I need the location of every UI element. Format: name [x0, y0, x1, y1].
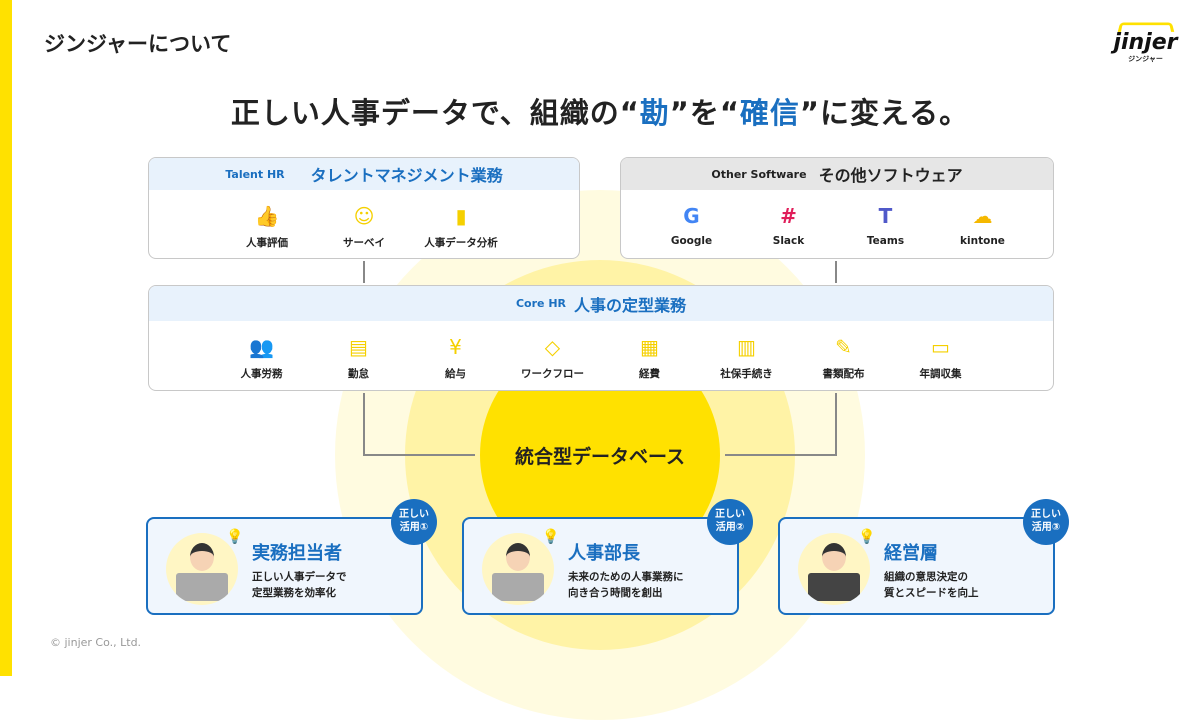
logo-roof-icon: [1117, 22, 1174, 32]
core-item: ✎ 書類配布: [795, 321, 892, 381]
lightbulb-icon: 💡: [858, 529, 876, 545]
slack-icon: #: [780, 204, 797, 228]
core-item: ▦ 経費: [601, 321, 698, 381]
core-item: ▭ 年調収集: [892, 321, 989, 381]
item-label: 給与: [445, 368, 466, 380]
item-label: 書類配布: [822, 368, 865, 380]
lightbulb-icon: 💡: [542, 529, 560, 545]
box-jp-title: 人事の定型業務: [574, 295, 687, 315]
card-title: 人事部長: [568, 543, 640, 564]
chat-face-icon: ☺: [353, 204, 375, 228]
box-en-title: Core HR: [515, 297, 566, 310]
item-label: 社保手続き: [720, 368, 773, 380]
document-pen-icon: ✎: [835, 335, 852, 359]
core-item: ▤ 勤怠: [310, 321, 407, 381]
item-label: 経費: [639, 368, 660, 380]
box-jp-title: その他ソフトウェア: [818, 166, 963, 185]
item-label: 人事データ分析: [424, 237, 498, 249]
box-jp-title: タレントマネジメント業務: [310, 166, 503, 185]
calendar-clock-icon: ▤: [349, 335, 368, 359]
yen-bag-icon: ¥: [449, 335, 462, 359]
usage-badge: 正しい活用①: [391, 499, 437, 545]
item-label: 人事労務: [240, 368, 283, 380]
connector-line: [363, 454, 475, 456]
core-hr-box: Core HR 人事の定型業務 👥 人事労務 ▤ 勤怠 ¥ 給与 ◇ ワークフロー ▦ 経費…: [148, 285, 1054, 391]
item-label: サーベイ: [343, 237, 385, 249]
lightbulb-icon: 💡: [226, 529, 244, 545]
item-label: Google: [670, 235, 713, 247]
talent-hr-box: Talent HR タレントマネジメント業務 👍 人事評価 ☺ サーベイ ▮ 人事データ…: [148, 157, 580, 259]
headline-part: 正しい人事データで、組織の“: [230, 96, 640, 130]
document-building-icon: ▥: [737, 335, 756, 359]
item-label: 勤怠: [348, 368, 369, 380]
avatar: [798, 533, 870, 605]
card-title: 経営層: [884, 543, 938, 564]
card-desc: 未来のための人事業務に向き合う時間を創出: [568, 571, 684, 599]
avatar: [166, 533, 238, 605]
headline-part: ”を“: [669, 96, 740, 130]
copyright: © jinjer Co., Ltd.: [50, 636, 142, 649]
core-item: ¥ 給与: [407, 321, 504, 381]
talent-item: ▮ 人事データ分析: [413, 190, 510, 250]
logo-sub: ジンジャー: [1128, 55, 1163, 63]
card-title: 実務担当者: [252, 543, 342, 564]
usage-card: 💡 経営層 組織の意思決定の質とスピードを向上: [778, 517, 1055, 615]
connector-arrow: [835, 261, 837, 283]
item-label: 人事評価: [246, 237, 288, 249]
teams-icon: T: [878, 204, 893, 228]
headline-highlight: 勘: [639, 96, 670, 130]
bar-chart-icon: ▮: [455, 204, 467, 228]
item-label: ワークフロー: [521, 368, 584, 380]
avatar: [482, 533, 554, 605]
yen-card-icon: ▭: [931, 335, 950, 359]
software-item: T Teams: [837, 190, 934, 247]
card-desc: 組織の意思決定の質とスピードを向上: [884, 571, 979, 599]
connector-line: [363, 393, 365, 455]
item-label: Teams: [866, 235, 905, 247]
logo-text: jinjer: [1113, 30, 1178, 55]
talent-item: 👍 人事評価: [219, 190, 316, 250]
software-item: # Slack: [740, 190, 837, 247]
card-desc: 正しい人事データで定型業務を効率化: [252, 571, 347, 599]
people-icon: 👥: [249, 335, 274, 359]
connector-line: [725, 454, 837, 456]
headline: 正しい人事データで、組織の“勘”を“確信”に変える。: [0, 90, 1200, 132]
headline-part: ”に変える。: [799, 96, 970, 130]
usage-badge: 正しい活用③: [1023, 499, 1069, 545]
connector-line: [835, 393, 837, 455]
item-label: kintone: [960, 235, 1005, 247]
google-icon: G: [683, 204, 700, 228]
calculator-icon: ▦: [640, 335, 659, 359]
box-en-title: Other Software: [711, 167, 807, 181]
yellow-stripe: [0, 0, 12, 676]
usage-card: 💡 人事部長 未来のための人事業務に向き合う時間を創出: [462, 517, 739, 615]
item-label: Slack: [772, 235, 805, 247]
page-title: ジンジャーについて: [44, 32, 232, 56]
thumbs-up-icon: 👍: [254, 204, 280, 228]
connector-arrow: [363, 261, 365, 283]
core-item: 👥 人事労務: [213, 321, 310, 381]
usage-badge: 正しい活用②: [707, 499, 753, 545]
software-item: ☁ kintone: [934, 190, 1031, 247]
headline-highlight: 確信: [739, 96, 800, 130]
other-software-box: Other Software その他ソフトウェア G Google # Slack T…: [620, 157, 1054, 259]
core-item: ◇ ワークフロー: [504, 321, 601, 381]
item-label: 年調収集: [919, 368, 962, 380]
software-item: G Google: [643, 190, 740, 247]
box-en-title: Talent HR: [225, 167, 285, 181]
talent-item: ☺ サーベイ: [316, 190, 413, 250]
core-item: ▥ 社保手続き: [698, 321, 795, 381]
kintone-icon: ☁: [972, 204, 993, 228]
workflow-icon: ◇: [544, 335, 561, 359]
jinjer-logo: jinjer ジンジャー: [1108, 22, 1183, 70]
integrated-database-label: 統合型データベース: [514, 446, 686, 468]
usage-card: 💡 実務担当者 正しい人事データで定型業務を効率化: [146, 517, 423, 615]
